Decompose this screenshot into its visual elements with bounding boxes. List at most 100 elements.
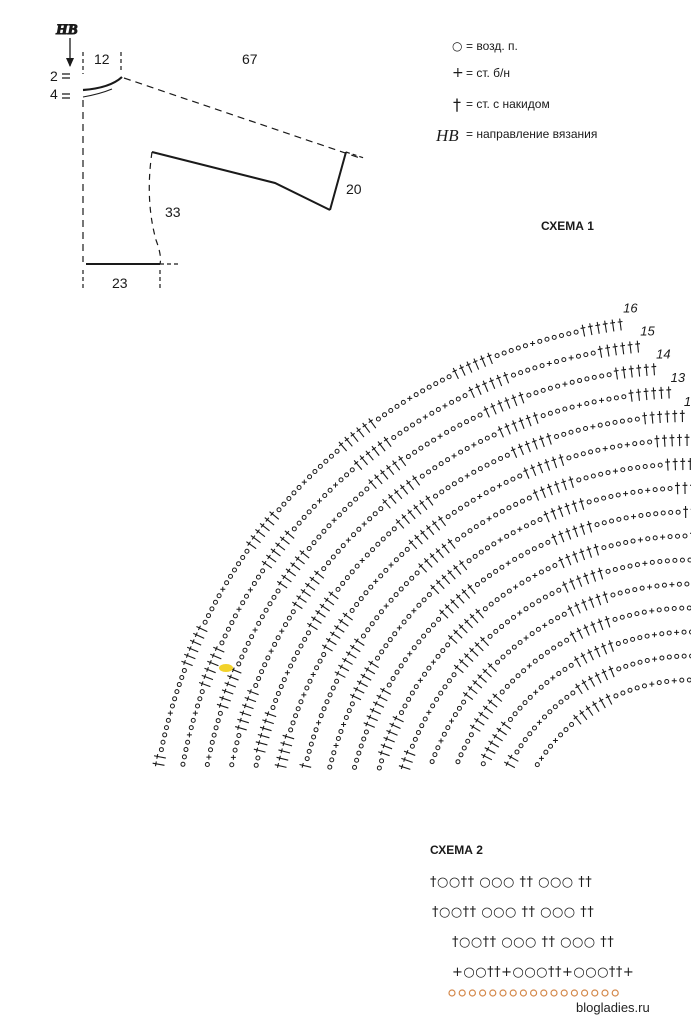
chain-stitch bbox=[397, 430, 403, 436]
chain-stitch bbox=[531, 546, 537, 552]
double-crochet bbox=[219, 695, 231, 702]
double-crochet bbox=[247, 689, 259, 696]
chain-stitch bbox=[330, 554, 336, 560]
chain-stitch bbox=[344, 575, 350, 581]
double-crochet bbox=[664, 410, 670, 423]
chain-stitch bbox=[619, 418, 625, 424]
chain-stitch bbox=[517, 639, 523, 645]
double-crochet bbox=[558, 556, 565, 569]
chain-stitch bbox=[312, 469, 318, 475]
single-crochet bbox=[542, 622, 548, 628]
double-crochet bbox=[333, 625, 345, 633]
chain-stitch bbox=[656, 680, 662, 686]
chain-stitch bbox=[313, 727, 319, 733]
single-crochet bbox=[411, 608, 417, 614]
double-crochet bbox=[438, 515, 447, 527]
chain-stitch bbox=[399, 552, 405, 558]
chain-stitch bbox=[542, 714, 548, 720]
double-crochet bbox=[557, 505, 564, 517]
chain-stitch bbox=[379, 649, 385, 655]
double-crochet bbox=[368, 479, 377, 490]
chain-stitch bbox=[222, 633, 228, 639]
chain-stitch bbox=[503, 479, 509, 485]
chain-stitch bbox=[306, 545, 312, 551]
double-crochet bbox=[477, 674, 487, 683]
chain-stitch bbox=[666, 630, 672, 636]
chain-stitch bbox=[365, 627, 371, 633]
double-crochet bbox=[490, 403, 497, 415]
double-crochet bbox=[523, 467, 530, 479]
chain-stitch bbox=[441, 731, 447, 737]
chain-stitch bbox=[321, 566, 327, 572]
double-crochet bbox=[216, 702, 229, 709]
chain-stitch bbox=[302, 636, 308, 642]
double-crochet bbox=[224, 681, 237, 688]
single-crochet bbox=[624, 442, 630, 448]
chain-stitch bbox=[275, 635, 281, 641]
double-crochet bbox=[399, 484, 409, 495]
single-crochet bbox=[533, 689, 539, 695]
double-crochet bbox=[588, 596, 595, 608]
double-crochet bbox=[386, 464, 395, 476]
double-crochet bbox=[669, 434, 675, 447]
double-crochet bbox=[568, 476, 574, 489]
chain-stitch bbox=[477, 466, 483, 472]
double-crochet bbox=[181, 660, 193, 667]
chain-stitch bbox=[367, 516, 373, 522]
double-crochet bbox=[398, 764, 411, 770]
chain-stitch bbox=[637, 488, 643, 494]
double-crochet bbox=[279, 536, 290, 545]
single-crochet bbox=[523, 635, 529, 641]
double-crochet bbox=[349, 693, 362, 701]
row-number-13: 13 bbox=[671, 370, 686, 385]
chain-stitch bbox=[421, 633, 427, 639]
double-crochet bbox=[362, 422, 371, 433]
chain-stitch bbox=[583, 425, 589, 431]
double-crochet bbox=[597, 567, 604, 580]
double-crochet bbox=[153, 753, 166, 759]
double-crochet bbox=[321, 644, 333, 652]
chain-stitch bbox=[262, 662, 268, 668]
chain-stitch bbox=[523, 606, 529, 612]
chain-stitch bbox=[383, 567, 389, 573]
single-crochet bbox=[388, 562, 394, 568]
chain-stitch bbox=[584, 376, 590, 382]
single-crochet bbox=[612, 468, 618, 474]
chain-stitch bbox=[544, 680, 550, 686]
foundation-chain-stitch bbox=[519, 989, 528, 997]
chain-stitch bbox=[265, 655, 271, 661]
chain-stitch bbox=[470, 415, 476, 421]
chain-stitch bbox=[480, 520, 486, 526]
chain-stitch bbox=[468, 732, 474, 738]
double-crochet bbox=[578, 498, 585, 510]
chain-stitch bbox=[316, 534, 322, 540]
chain-stitch bbox=[430, 622, 436, 628]
chain-stitch bbox=[630, 489, 636, 495]
double-crochet bbox=[453, 564, 462, 575]
chain-stitch bbox=[555, 408, 561, 414]
chain-stitch bbox=[382, 412, 388, 418]
chain-stitch bbox=[519, 498, 525, 504]
chain-stitch bbox=[306, 509, 312, 515]
chain-stitch bbox=[664, 679, 670, 685]
double-crochet bbox=[672, 410, 678, 423]
chain-stitch bbox=[552, 704, 558, 710]
chain-stitch bbox=[632, 441, 638, 447]
double-crochet bbox=[309, 576, 320, 585]
double-crochet bbox=[565, 553, 572, 566]
double-crochet bbox=[571, 500, 578, 513]
chain-stitch bbox=[561, 357, 567, 363]
double-crochet bbox=[518, 417, 525, 430]
chain-stitch bbox=[637, 659, 643, 665]
chain-stitch bbox=[413, 392, 419, 398]
double-crochet bbox=[472, 679, 483, 689]
double-crochet bbox=[292, 601, 303, 610]
double-crochet bbox=[198, 681, 211, 688]
chain-stitch bbox=[347, 501, 353, 507]
double-crochet bbox=[365, 450, 374, 461]
double-crochet bbox=[459, 560, 468, 571]
chain-stitch bbox=[304, 685, 310, 691]
chain-stitch bbox=[276, 507, 282, 513]
chain-stitch bbox=[515, 345, 521, 351]
chain-stitch bbox=[634, 416, 640, 422]
